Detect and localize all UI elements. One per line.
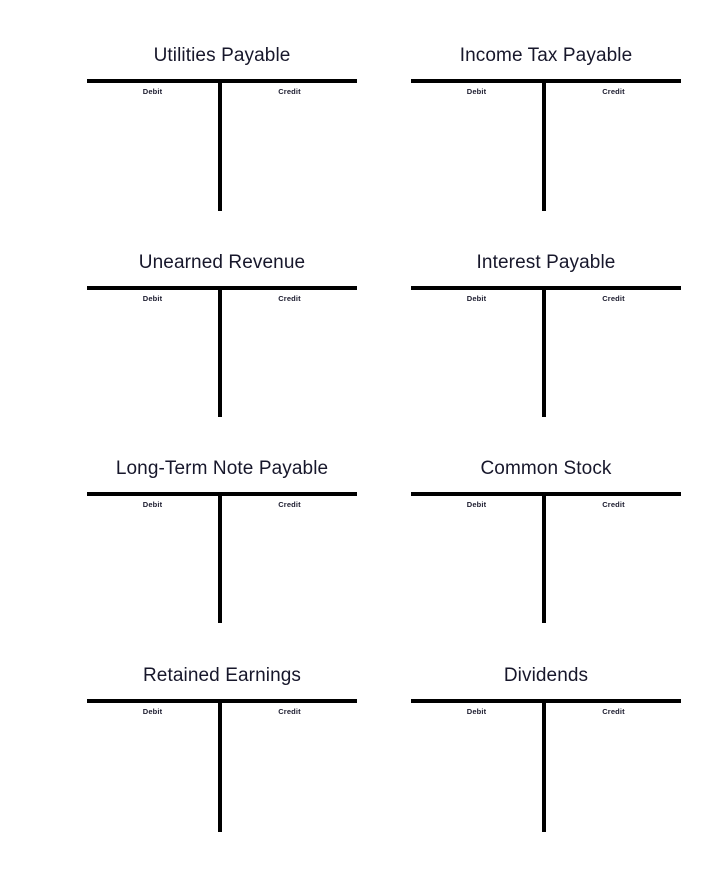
t-account-title: Interest Payable [476, 252, 616, 273]
t-account-title: Unearned Revenue [138, 252, 306, 273]
debit-column-header: Debit [466, 500, 487, 509]
debit-column-header: Debit [142, 87, 163, 96]
t-account-column-headers: Debit Credit [87, 290, 357, 306]
debit-column-header: Debit [466, 294, 487, 303]
t-account-income-tax-payable[interactable]: Income Tax Payable Debit Credit [411, 44, 681, 211]
t-account-common-stock[interactable]: Common Stock Debit Credit [411, 457, 681, 623]
t-account-column-headers: Debit Credit [411, 290, 681, 306]
t-account-top-rule [411, 79, 681, 83]
credit-column-header: Credit [278, 500, 301, 509]
t-account-interest-payable[interactable]: Interest Payable Debit Credit [411, 251, 681, 417]
t-account-center-divider [542, 495, 546, 623]
t-account-top-rule [87, 286, 357, 290]
t-account-unearned-revenue[interactable]: Unearned Revenue Debit Credit [87, 251, 357, 417]
t-account-center-divider [542, 82, 546, 211]
t-account-center-divider [542, 289, 546, 417]
t-account-column-headers: Debit Credit [87, 703, 357, 719]
t-account-dividends[interactable]: Dividends Debit Credit [411, 664, 681, 832]
credit-column-header: Credit [278, 87, 301, 96]
t-account-utilities-payable[interactable]: Utilities Payable Debit Credit [87, 44, 357, 211]
t-account-center-divider [218, 82, 222, 211]
t-account-title: Utilities Payable [153, 45, 291, 66]
t-account-top-rule [87, 699, 357, 703]
t-account-title: Income Tax Payable [459, 45, 633, 66]
credit-column-header: Credit [602, 294, 625, 303]
t-account-center-divider [218, 289, 222, 417]
t-account-top-rule [87, 492, 357, 496]
t-account-top-rule [411, 492, 681, 496]
t-account-title: Retained Earnings [142, 665, 302, 686]
t-account-center-divider [218, 495, 222, 623]
debit-column-header: Debit [142, 500, 163, 509]
t-account-title: Long-Term Note Payable [115, 458, 329, 479]
t-account-top-rule [87, 79, 357, 83]
debit-column-header: Debit [466, 87, 487, 96]
t-account-column-headers: Debit Credit [411, 703, 681, 719]
t-account-center-divider [542, 702, 546, 832]
credit-column-header: Credit [278, 294, 301, 303]
t-account-top-rule [411, 286, 681, 290]
credit-column-header: Credit [602, 87, 625, 96]
t-account-column-headers: Debit Credit [87, 496, 357, 512]
t-account-title: Dividends [503, 665, 589, 686]
t-account-center-divider [218, 702, 222, 832]
debit-column-header: Debit [142, 707, 163, 716]
credit-column-header: Credit [278, 707, 301, 716]
credit-column-header: Credit [602, 500, 625, 509]
debit-column-header: Debit [142, 294, 163, 303]
t-account-top-rule [411, 699, 681, 703]
credit-column-header: Credit [602, 707, 625, 716]
t-account-column-headers: Debit Credit [411, 496, 681, 512]
t-account-column-headers: Debit Credit [411, 83, 681, 99]
t-account-long-term-note-payable[interactable]: Long-Term Note Payable Debit Credit [87, 457, 357, 623]
t-account-title: Common Stock [480, 458, 612, 479]
debit-column-header: Debit [466, 707, 487, 716]
t-account-retained-earnings[interactable]: Retained Earnings Debit Credit [87, 664, 357, 832]
t-account-column-headers: Debit Credit [87, 83, 357, 99]
